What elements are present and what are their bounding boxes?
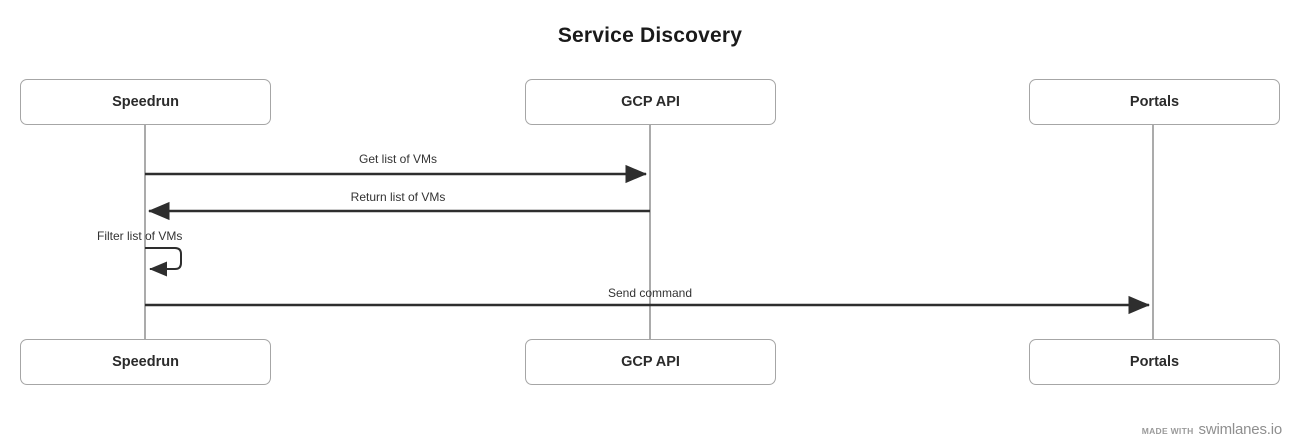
message-label-m1: Get list of VMs <box>358 152 438 166</box>
message-label-m3: Filter list of VMs <box>97 229 183 243</box>
participant-label: Portals <box>1129 94 1180 110</box>
participant-box-bottom-portals[interactable]: Portals <box>1029 339 1280 385</box>
participant-box-top-gcp-api[interactable]: GCP API <box>525 79 776 125</box>
participant-label: Portals <box>1129 354 1180 370</box>
participant-label: Speedrun <box>112 94 179 110</box>
messages-group <box>145 164 1151 315</box>
participant-box-top-speedrun[interactable]: Speedrun <box>20 79 271 125</box>
participant-label: Speedrun <box>112 354 179 370</box>
participant-box-bottom-speedrun[interactable]: Speedrun <box>20 339 271 385</box>
page-title: Service Discovery <box>557 24 743 47</box>
participant-box-bottom-gcp-api[interactable]: GCP API <box>525 339 776 385</box>
participant-box-top-portals[interactable]: Portals <box>1029 79 1280 125</box>
footer-brand-label: swimlanes.io <box>1198 421 1283 438</box>
message-label-m2: Return list of VMs <box>350 190 446 204</box>
message-label-m4: Send command <box>607 286 693 300</box>
lifelines-group <box>144 125 1154 339</box>
footer-made-with-label: Made with <box>1141 426 1194 436</box>
participant-label: GCP API <box>621 94 680 110</box>
message-self-loop-m3[interactable] <box>145 247 182 277</box>
footer-watermark: Made with swimlanes.io <box>1142 421 1282 438</box>
participant-label: GCP API <box>621 354 680 370</box>
